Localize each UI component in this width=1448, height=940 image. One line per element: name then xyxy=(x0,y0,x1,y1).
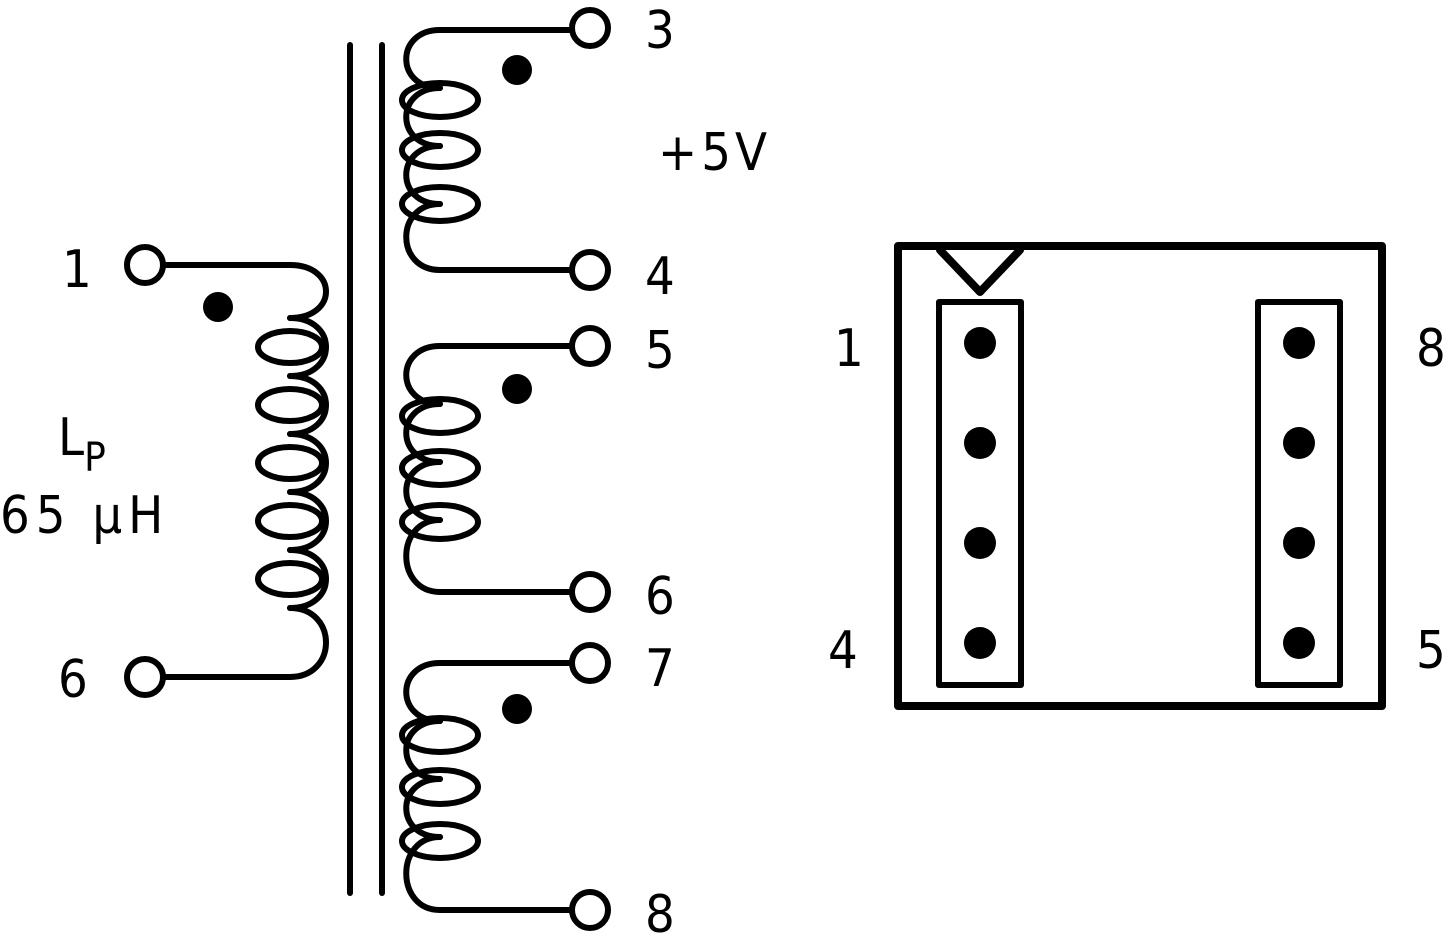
package-pin-1-label: 1 xyxy=(834,319,864,379)
package-pin-2 xyxy=(964,427,996,459)
secondary-7-8-polarity-dot xyxy=(502,694,532,724)
right-pin-row xyxy=(1255,299,1343,688)
pin-6-label: 6 xyxy=(645,567,675,627)
terminal-6 xyxy=(569,571,611,613)
terminal-7 xyxy=(569,642,611,684)
secondary-winding-3-4 xyxy=(399,27,573,273)
package-outline xyxy=(894,242,1386,710)
pin-1-indicator-notch xyxy=(936,246,1024,296)
pin-3-label: 3 xyxy=(645,1,675,61)
package-pinout: 1 4 8 5 xyxy=(828,242,1446,710)
package-pin-5 xyxy=(1283,627,1315,659)
left-pin-row xyxy=(936,299,1024,688)
package-pin-3 xyxy=(964,527,996,559)
primary-terminal-1 xyxy=(124,244,166,286)
terminal-3 xyxy=(569,7,611,49)
primary-label-main: L xyxy=(58,408,84,468)
secondary-voltage-label: +5V xyxy=(658,123,771,183)
secondary-5-6-polarity-dot xyxy=(502,374,532,404)
primary-label-sub: P xyxy=(84,435,106,481)
pin-4-label: 4 xyxy=(645,247,675,307)
primary-terminal-6 xyxy=(124,656,166,698)
package-pin-8 xyxy=(1283,327,1315,359)
terminal-5 xyxy=(569,325,611,367)
transformer-core xyxy=(347,42,385,896)
pin-7-label: 7 xyxy=(645,639,675,699)
package-pin-4-label: 4 xyxy=(828,621,858,681)
package-pin-5-label: 5 xyxy=(1416,621,1446,681)
terminal-8 xyxy=(569,889,611,931)
primary-pin-6-label: 6 xyxy=(58,650,88,710)
pin-5-label: 5 xyxy=(645,321,675,381)
transformer-symbol: 1 6 LP 65 μH 3 4 +5V xyxy=(0,1,771,940)
terminal-4 xyxy=(569,249,611,291)
package-pin-4 xyxy=(964,627,996,659)
secondary-winding-5-6 xyxy=(399,343,573,595)
package-pin-6 xyxy=(1283,527,1315,559)
pin-8-label: 8 xyxy=(645,885,675,940)
package-pin-1 xyxy=(964,327,996,359)
package-pin-8-label: 8 xyxy=(1416,319,1446,379)
primary-polarity-dot xyxy=(203,292,233,322)
primary-inductance-symbol: LP xyxy=(58,408,106,481)
package-pin-7 xyxy=(1283,427,1315,459)
secondary-winding-7-8 xyxy=(399,660,573,913)
primary-inductance-value: 65 μH xyxy=(0,486,169,546)
primary-pin-1-label: 1 xyxy=(62,240,92,300)
primary-winding xyxy=(161,262,329,680)
secondary-3-4-polarity-dot xyxy=(502,55,532,85)
